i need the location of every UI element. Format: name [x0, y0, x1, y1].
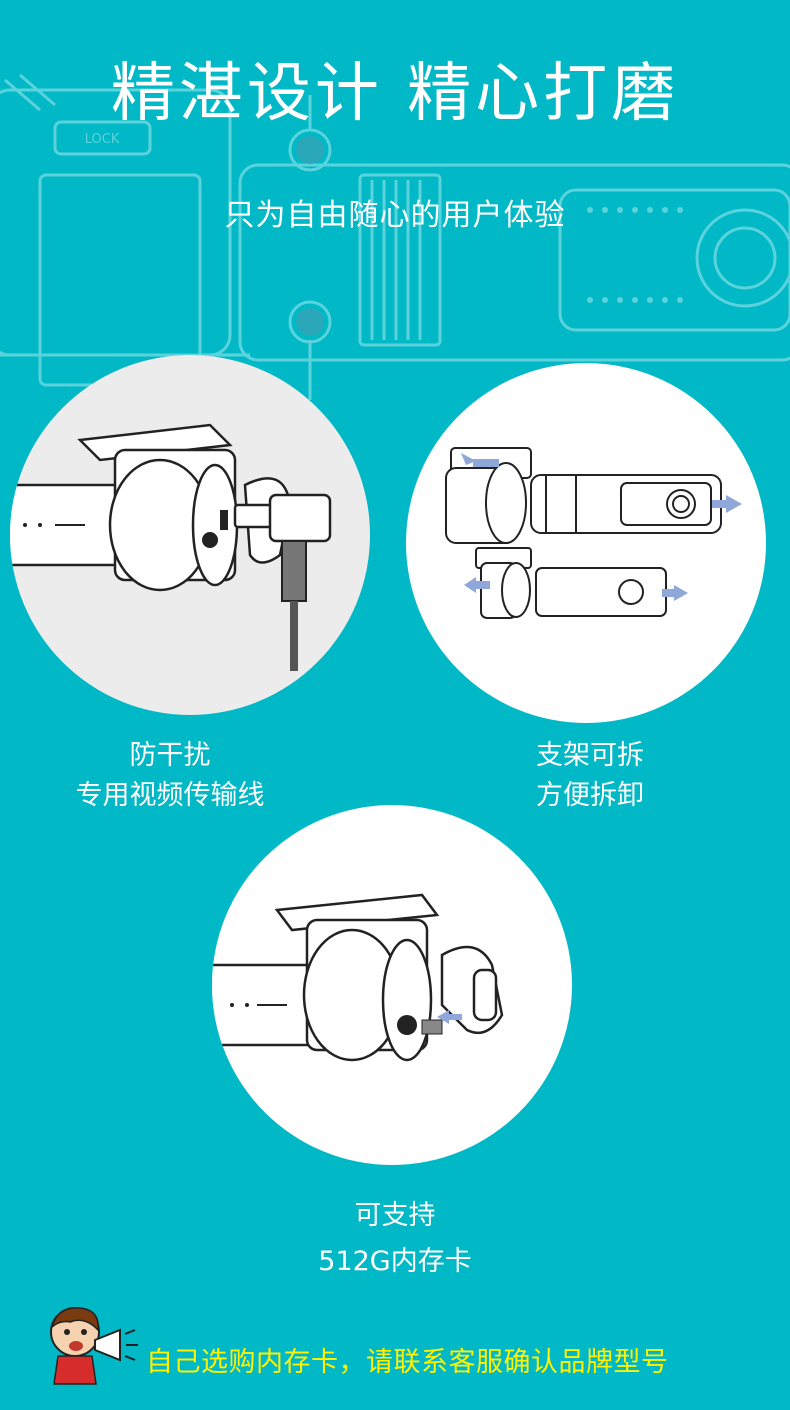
- feature-caption-line1: 可支持: [354, 1200, 436, 1231]
- feature-caption-line2: 专用视频传输线: [75, 780, 265, 811]
- memory-card-note: 自己选购内存卡，请联系客服确认品牌型号: [146, 1347, 669, 1378]
- lock-label: LOCK: [85, 132, 120, 147]
- feature-caption-line2: 方便拆卸: [536, 780, 644, 811]
- megaphone-mascot-icon: [40, 1302, 140, 1392]
- page-subtitle: 只为自由随心的用户体验: [224, 198, 566, 233]
- feature-caption-memory: 可支持 512G内存卡: [250, 1193, 540, 1285]
- cable-port-illustration: [10, 355, 370, 715]
- feature-caption-line2: 512G内存卡: [318, 1246, 472, 1277]
- memory-card-slot-illustration: [212, 805, 572, 1165]
- feature-caption-mount: 支架可拆 方便拆卸: [460, 736, 720, 816]
- detachable-mount-illustration: [406, 363, 766, 723]
- feature-caption-line1: 支架可拆: [536, 740, 644, 771]
- dashcam-outline-background: LOCK: [0, 73, 790, 400]
- feature-caption-cable: 防干扰 专用视频传输线: [40, 736, 300, 816]
- page-title: 精湛设计 精心打磨: [110, 57, 680, 131]
- feature-caption-line1: 防干扰: [129, 740, 211, 771]
